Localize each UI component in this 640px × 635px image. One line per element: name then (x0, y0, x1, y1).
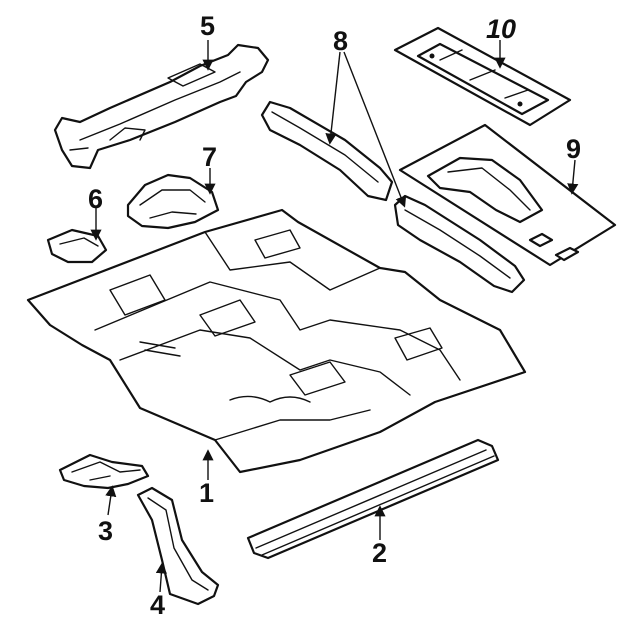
floor-brace-part[interactable] (58, 453, 150, 490)
callout-10: 10 (486, 14, 516, 44)
callout-2: 2 (372, 538, 387, 568)
callout-9: 9 (566, 134, 581, 164)
small-bracket-part[interactable] (46, 228, 108, 264)
panel-part[interactable] (393, 26, 572, 127)
callout-3: 3 (98, 516, 113, 546)
callout-1: 1 (199, 478, 214, 508)
callout-8: 8 (333, 26, 348, 56)
panel-kit-part[interactable] (398, 123, 617, 267)
leader-lines (90, 40, 579, 593)
sill-lower-part[interactable] (393, 194, 526, 294)
callout-6: 6 (88, 184, 103, 214)
sill-upper-part[interactable] (260, 100, 394, 202)
callout-7: 7 (202, 142, 217, 172)
rail-bracket-part[interactable] (136, 486, 220, 606)
crossmember-part[interactable] (53, 43, 270, 170)
callout-4: 4 (150, 590, 165, 620)
callout-5: 5 (200, 11, 215, 41)
floor-pan-part[interactable] (26, 208, 527, 474)
mount-bracket-part[interactable] (126, 173, 220, 230)
